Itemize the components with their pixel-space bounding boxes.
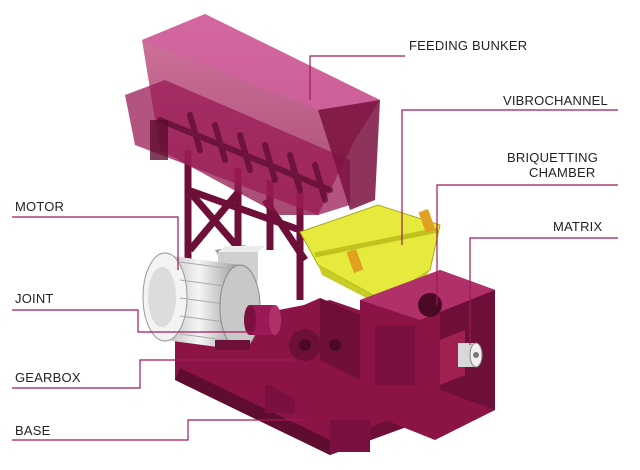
- label-joint: JOINT: [15, 291, 54, 306]
- label-base: BASE: [15, 423, 51, 438]
- callout-leaders: [12, 55, 618, 441]
- label-feeding-bunker: FEEDING BUNKER: [409, 38, 528, 53]
- leader-gearbox: [12, 359, 295, 389]
- matrix-shape: [440, 330, 483, 385]
- feeding-bunker-shape: [125, 14, 380, 215]
- gearbox-shape: [270, 298, 360, 405]
- label-briquetting-chamber: BRIQUETTING CHAMBER: [507, 150, 598, 180]
- leader-briquetting-chamber: [436, 184, 618, 305]
- label-briquetting-line1: BRIQUETTING: [507, 150, 599, 165]
- leader-feeding-bunker: [309, 55, 405, 100]
- leader-base: [12, 419, 305, 441]
- leader-vibrochannel: [401, 109, 618, 245]
- label-matrix: MATRIX: [553, 219, 603, 234]
- vibrochannel-shape: [299, 204, 441, 305]
- leader-motor: [12, 216, 179, 270]
- label-vibrochannel: VIBROCHANNEL: [503, 93, 608, 108]
- leader-joint: [12, 309, 262, 333]
- label-briquetting-line2: CHAMBER: [529, 165, 596, 180]
- joint-shape: [244, 305, 281, 335]
- leader-matrix: [469, 237, 618, 345]
- label-gearbox: GEARBOX: [15, 370, 81, 385]
- label-motor: MOTOR: [15, 199, 65, 214]
- motor-shape: [142, 245, 265, 350]
